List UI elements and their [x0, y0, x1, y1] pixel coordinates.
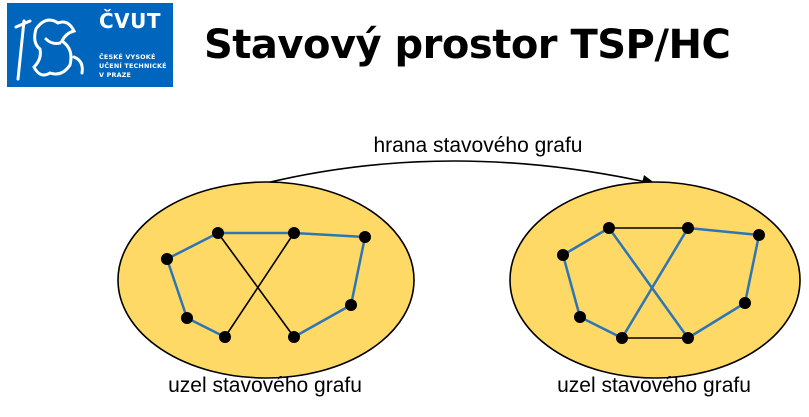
city-node — [212, 227, 224, 239]
logo-name: ČVUT — [99, 9, 162, 33]
city-node — [181, 312, 193, 324]
city-node — [603, 222, 615, 234]
node-label-left: uzel stavového grafu — [168, 374, 362, 397]
logo-line-2: UČENÍ TECHNICKÉ — [99, 62, 167, 70]
state-node-ellipse — [509, 181, 801, 379]
city-node — [682, 222, 694, 234]
city-node — [345, 299, 357, 311]
city-node — [288, 331, 300, 343]
lion-emblem-icon — [14, 18, 84, 81]
state-node-right — [509, 181, 801, 379]
logo-line-1: ČESKÉ VYSOKÉ — [99, 53, 156, 61]
state-node-left — [117, 181, 415, 379]
city-node — [574, 311, 586, 323]
city-node — [288, 227, 300, 239]
city-nodes — [557, 222, 765, 344]
city-nodes — [161, 227, 371, 343]
tour-edges — [561, 226, 761, 340]
city-node — [161, 253, 173, 265]
edge-label: hrana stavového grafu — [374, 134, 583, 157]
city-node — [739, 297, 751, 309]
state-node-ellipse — [117, 181, 415, 379]
crossing-edges — [217, 232, 295, 338]
city-node — [359, 231, 371, 243]
city-node — [557, 249, 569, 261]
node-label-right: uzel stavového grafu — [557, 374, 751, 397]
city-node — [753, 229, 765, 241]
university-logo: ČVUT ČESKÉ VYSOKÉ UČENÍ TECHNICKÉ V PRAZ… — [7, 3, 173, 87]
logo-line-3: V PRAZE — [99, 71, 132, 79]
city-node — [616, 332, 628, 344]
city-node — [219, 331, 231, 343]
city-node — [682, 332, 694, 344]
tour-edges — [165, 231, 367, 339]
swapped-edges — [609, 227, 688, 339]
slide-title: Stavový prostor TSP/HC — [204, 22, 731, 68]
state-graph-edge-arrow — [261, 160, 657, 188]
